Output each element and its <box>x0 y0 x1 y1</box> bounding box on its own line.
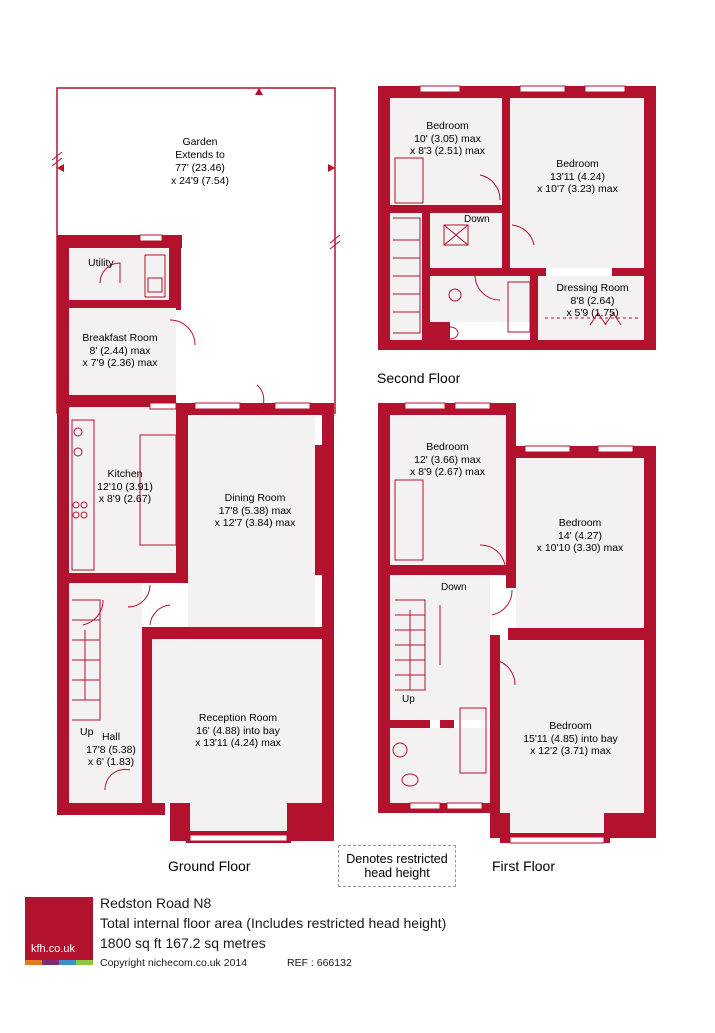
first-floor-rooms <box>390 415 644 833</box>
ff-bedroom-1-dim1: 12' (3.66) max <box>414 453 481 466</box>
hall-label: Hall 17'8 (5.38) x 6' (1.83) <box>76 731 146 769</box>
ff-bedroom-2-dim1: 14' (4.27) <box>557 529 603 542</box>
garden-extends: Extends to <box>175 149 225 161</box>
ground-floor-walls <box>57 235 334 843</box>
ff-bedroom-2-dim2: x 10'10 (3.30) max <box>536 542 624 554</box>
sf-bedroom-1-label: Bedroom 10' (3.05) max x 8'3 (2.51) max <box>395 120 500 158</box>
logo-bar-orange <box>25 960 42 965</box>
copyright: Copyright nichecom.co.uk 2014 <box>100 957 248 969</box>
hall-dim2: x 6' (1.83) <box>87 756 135 768</box>
ground-floor-title: Ground Floor <box>168 858 251 874</box>
ff-bedroom-1-name: Bedroom <box>426 441 469 453</box>
logo-text: kfh.co.uk <box>31 943 76 955</box>
kitchen-dim1: 12'10 (3.91) <box>97 480 153 493</box>
floor-area: 1800 sq ft 167.2 sq metres <box>100 935 266 951</box>
reception-room-dim2: x 13'11 (4.24) max <box>195 737 281 749</box>
breakfast-room-label: Breakfast Room 8' (2.44) max x 7'9 (2.36… <box>70 332 170 370</box>
reference: REF : 666132 <box>287 957 352 969</box>
first-floor-windows <box>404 402 634 844</box>
logo-bar-purple <box>42 960 59 965</box>
garden-label: Garden Extends to 77' (23.46) x 24'9 (7.… <box>140 136 260 188</box>
second-floor-title: Second Floor <box>377 370 461 386</box>
reception-room-name: Reception Room <box>198 712 278 724</box>
sf-bedroom-1-name: Bedroom <box>426 120 469 132</box>
hall-up-label: Up <box>80 726 94 738</box>
sf-bedroom-1-dim2: x 8'3 (2.51) max <box>410 145 485 157</box>
garden-arrows <box>51 88 341 250</box>
breakfast-room-dim2: x 7'9 (2.36) max <box>82 357 158 369</box>
hall-dim1: 17'8 (5.38) <box>86 743 136 756</box>
ff-bedroom-1-label: Bedroom 12' (3.66) max x 8'9 (2.67) max <box>395 441 500 479</box>
dressing-room-name: Dressing Room <box>556 282 629 294</box>
second-floor-details <box>393 157 640 340</box>
dressing-room-dim2: x 5'9 (1.75) <box>566 307 619 319</box>
ff-bedroom-1-dim2: x 8'9 (2.67) max <box>410 466 485 478</box>
garden-length: 77' (23.46) <box>175 162 225 174</box>
reception-room-dim1: 16' (4.88) into bay <box>196 724 280 737</box>
restricted-legend-line2: head height <box>364 866 430 880</box>
kitchen-dim2: x 8'9 (2.67) <box>98 493 152 505</box>
first-floor-title: First Floor <box>492 858 555 874</box>
ground-floor-windows <box>139 234 311 842</box>
breakfast-room-name: Breakfast Room <box>82 332 158 344</box>
ff-bedroom-3-dim2: x 12'2 (3.71) max <box>530 745 611 757</box>
kitchen-label: Kitchen 12'10 (3.91) x 8'9 (2.67) <box>85 468 165 506</box>
dining-room-dim2: x 12'7 (3.84) max <box>214 517 296 529</box>
area-description: Total internal floor area (Includes rest… <box>100 915 447 931</box>
utility-label: Utility <box>88 257 114 269</box>
kitchen-name: Kitchen <box>107 468 143 480</box>
sf-bedroom-2-dim2: x 10'7 (3.23) max <box>537 183 618 195</box>
ff-bedroom-2-name: Bedroom <box>558 517 602 529</box>
garden-width: x 24'9 (7.54) <box>170 175 230 187</box>
dressing-room-dim1: 8'8 (2.64) <box>570 294 615 307</box>
property-address: Redston Road N8 <box>100 895 212 911</box>
sf-bedroom-1-dim1: 10' (3.05) max <box>414 132 481 145</box>
logo-bar-blue <box>59 960 76 965</box>
ff-bedroom-3-dim1: 15'11 (4.85) into bay <box>523 732 618 745</box>
logo-bar-green <box>76 960 93 965</box>
ground-floor-details <box>71 254 265 791</box>
garden-name: Garden <box>182 136 218 148</box>
dining-room-label: Dining Room 17'8 (5.38) max x 12'7 (3.84… <box>200 492 310 530</box>
restricted-height-legend: Denotes restricted head height <box>338 845 456 887</box>
ff-up-label: Up <box>402 694 415 705</box>
sf-bedroom-2-label: Bedroom 13'11 (4.24) x 10'7 (3.23) max <box>520 158 635 196</box>
breakfast-room-dim1: 8' (2.44) max <box>89 344 151 357</box>
sf-bedroom-2-name: Bedroom <box>556 158 599 170</box>
hall-name: Hall <box>101 731 121 743</box>
reception-room-label: Reception Room 16' (4.88) into bay x 13'… <box>178 712 298 750</box>
sf-down-label: Down <box>464 214 490 225</box>
first-floor-walls <box>378 403 656 843</box>
ff-bedroom-2-label: Bedroom 14' (4.27) x 10'10 (3.30) max <box>520 517 640 555</box>
ff-bedroom-3-label: Bedroom 15'11 (4.85) into bay x 12'2 (3.… <box>508 720 633 758</box>
first-floor-details <box>392 479 516 787</box>
kfh-logo: kfh.co.uk <box>25 897 93 965</box>
sf-bedroom-2-dim1: 13'11 (4.24) <box>550 170 605 183</box>
dining-room-name: Dining Room <box>224 492 286 504</box>
dressing-room-label: Dressing Room 8'8 (2.64) x 5'9 (1.75) <box>545 282 640 320</box>
ff-bedroom-3-name: Bedroom <box>549 720 592 732</box>
ff-down-label: Down <box>441 582 467 593</box>
restricted-legend-line1: Denotes restricted <box>346 852 448 866</box>
second-floor-windows <box>419 85 626 93</box>
dining-room-dim1: 17'8 (5.38) max <box>218 504 292 517</box>
